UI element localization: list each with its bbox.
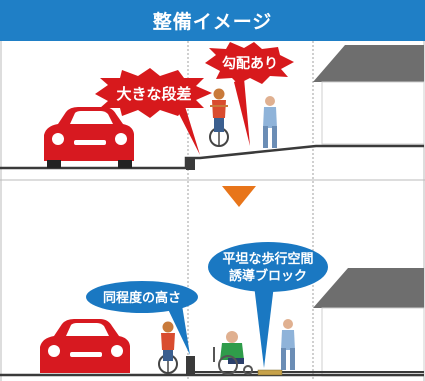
callout-step: 大きな段差 (95, 68, 212, 155)
callout-step-label: 大きな段差 (116, 85, 191, 103)
pedestrian-bottom (281, 319, 295, 370)
callout-height-label: 同程度の高さ (103, 290, 181, 306)
page-title: 整備イメージ (152, 11, 273, 33)
ground-top (0, 144, 424, 170)
car-top (44, 107, 134, 168)
cyclist-top (209, 88, 229, 147)
tactile-block (257, 369, 283, 376)
callout-height: 同程度の高さ (86, 281, 198, 355)
pedestrian-top (263, 96, 277, 148)
cyclist-bottom (158, 321, 178, 374)
ground-bottom (0, 356, 424, 377)
callout-slope-label: 勾配あり (222, 55, 278, 72)
wheelchair-user (213, 331, 253, 375)
house-top (313, 45, 425, 145)
callout-slope: 勾配あり (205, 42, 294, 146)
house-bottom (313, 268, 425, 377)
down-arrow-icon (222, 186, 256, 207)
callout-path: 平坦な歩行空間 誘導ブロック (208, 242, 328, 368)
title-bar: 整備イメージ (0, 0, 425, 41)
car-bottom (40, 319, 130, 373)
callout-path-label-line2: 誘導ブロック (229, 268, 307, 284)
callout-path-label-line1: 平坦な歩行空間 (222, 251, 313, 267)
